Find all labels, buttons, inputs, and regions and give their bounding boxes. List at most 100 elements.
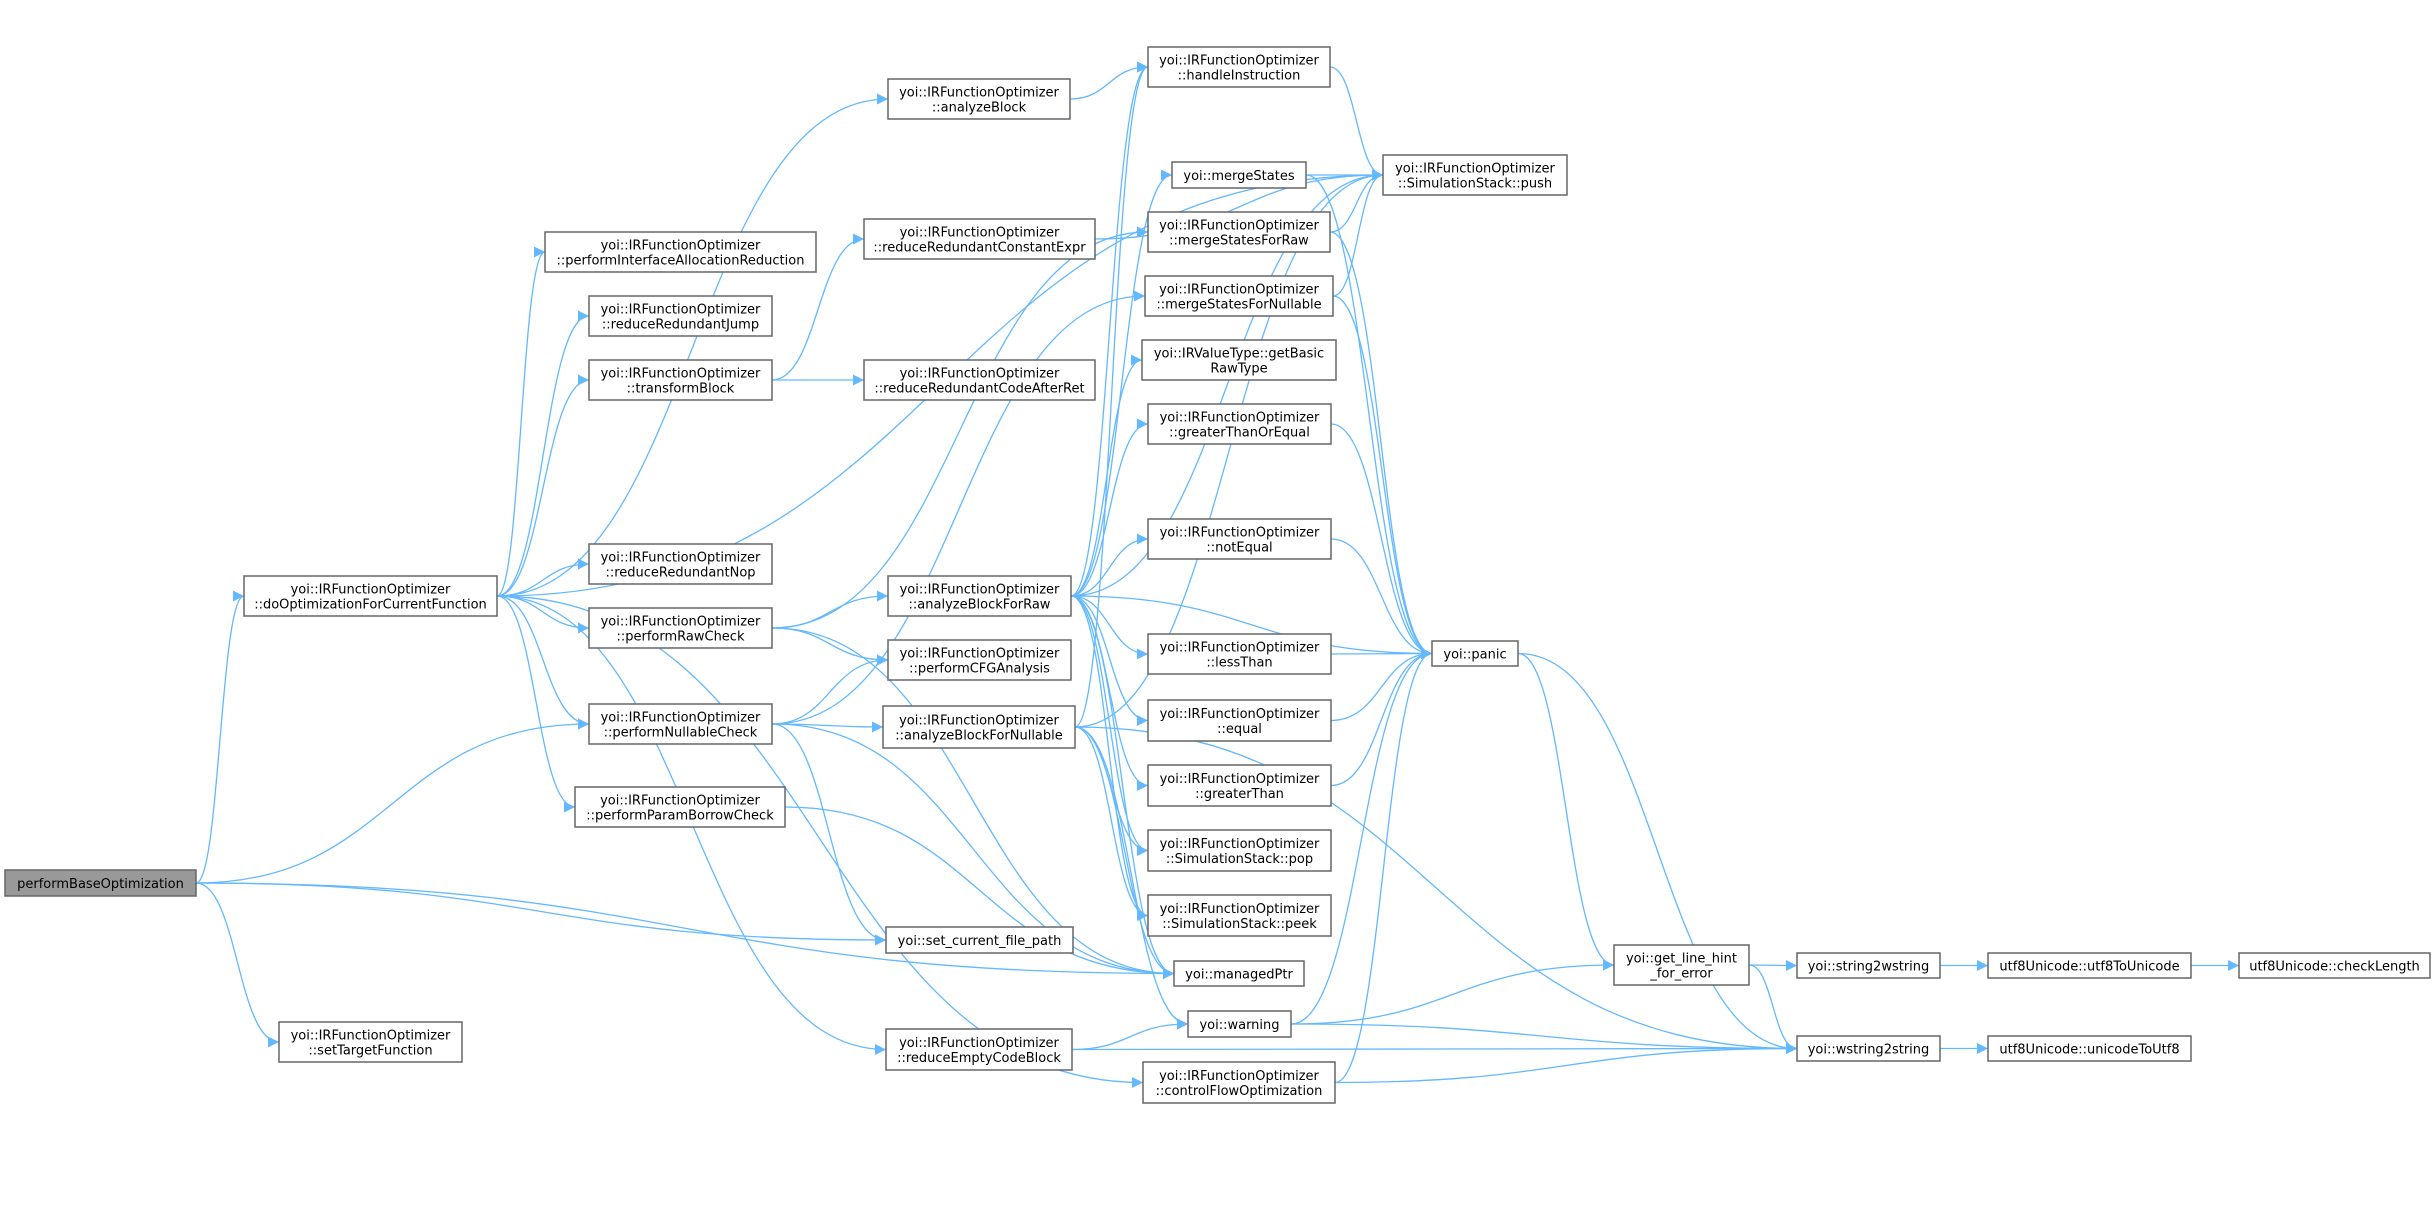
- node-box[interactable]: [1796, 952, 1941, 979]
- node-less-than[interactable]: yoi::IRFunctionOptimizer::lessThan: [1147, 633, 1332, 675]
- node-box[interactable]: [1147, 46, 1331, 88]
- node-box[interactable]: [1431, 640, 1519, 667]
- node-box[interactable]: [588, 359, 773, 401]
- node-box[interactable]: [1796, 1035, 1941, 1062]
- node-box[interactable]: [885, 1028, 1073, 1071]
- edge-not-equal-to-panic: [1330, 538, 1433, 659]
- node-box[interactable]: [1147, 764, 1332, 807]
- node-analyze-block-for-raw[interactable]: yoi::IRFunctionOptimizer::analyzeBlockFo…: [887, 575, 1072, 617]
- node-reduce-redundant-jump[interactable]: yoi::IRFunctionOptimizer::reduceRedundan…: [588, 295, 773, 337]
- node-warning[interactable]: yoi::warning: [1187, 1010, 1292, 1038]
- node-box[interactable]: [885, 926, 1074, 954]
- node-label: yoi::set_current_file_path: [898, 934, 1062, 949]
- node-transform-block[interactable]: yoi::IRFunctionOptimizer::transformBlock: [588, 359, 773, 401]
- node-box[interactable]: [1147, 211, 1331, 253]
- node-perform-raw-check[interactable]: yoi::IRFunctionOptimizer::performRawChec…: [588, 607, 773, 649]
- node-label: yoi::warning: [1199, 1018, 1279, 1033]
- node-box[interactable]: [1987, 1035, 2192, 1062]
- node-box[interactable]: [4, 869, 197, 897]
- node-wstring2string[interactable]: yoi::wstring2string: [1796, 1035, 1941, 1062]
- node-box[interactable]: [1142, 1061, 1336, 1104]
- node-box[interactable]: [1147, 403, 1332, 445]
- node-set-current-file-path[interactable]: yoi::set_current_file_path: [885, 926, 1074, 954]
- node-box[interactable]: [588, 703, 773, 745]
- node-label: yoi::IRFunctionOptimizer: [1160, 902, 1320, 917]
- node-panic[interactable]: yoi::panic: [1431, 640, 1519, 667]
- node-perform-cfganalysis[interactable]: yoi::IRFunctionOptimizer::performCFGAnal…: [887, 639, 1072, 681]
- node-unicode-to-utf8[interactable]: utf8Unicode::unicodeToUtf8: [1987, 1035, 2192, 1062]
- node-greater-than[interactable]: yoi::IRFunctionOptimizer::greaterThan: [1147, 764, 1332, 807]
- node-label: ::performNullableCheck: [604, 726, 758, 741]
- node-box[interactable]: [887, 78, 1071, 120]
- edge-analyze-block-for-nullable-to-warning: [1074, 726, 1189, 1030]
- node-box[interactable]: [887, 639, 1072, 681]
- node-do-optimization-for-current-function[interactable]: yoi::IRFunctionOptimizer::doOptimization…: [243, 575, 498, 617]
- node-equal[interactable]: yoi::IRFunctionOptimizer::equal: [1147, 699, 1332, 742]
- node-perform-interface-allocation-reduction[interactable]: yoi::IRFunctionOptimizer::performInterfa…: [544, 231, 817, 273]
- node-box[interactable]: [863, 218, 1096, 260]
- node-box[interactable]: [588, 295, 773, 337]
- node-box[interactable]: [863, 359, 1096, 401]
- node-check-length[interactable]: utf8Unicode::checkLength: [2238, 952, 2431, 979]
- node-managed-ptr[interactable]: yoi::managedPtr: [1173, 960, 1305, 987]
- node-box[interactable]: [1144, 275, 1334, 317]
- node-box[interactable]: [1147, 518, 1332, 560]
- node-box[interactable]: [1382, 154, 1568, 196]
- node-reduce-redundant-nop[interactable]: yoi::IRFunctionOptimizer::reduceRedundan…: [588, 543, 773, 585]
- node-box[interactable]: [243, 575, 498, 617]
- node-box[interactable]: [1613, 944, 1750, 986]
- node-merge-states[interactable]: yoi::mergeStates: [1171, 161, 1307, 189]
- node-box[interactable]: [574, 786, 786, 828]
- edge-get-line-hint-for-error-to-wstring2string: [1748, 964, 1798, 1054]
- node-analyze-block-for-nullable[interactable]: yoi::IRFunctionOptimizer::analyzeBlockFo…: [882, 705, 1076, 749]
- node-label: yoi::string2wstring: [1808, 960, 1930, 975]
- edge-merge-states-for-raw-to-panic: [1329, 231, 1433, 659]
- node-label: ::analyzeBlock: [932, 101, 1027, 116]
- node-label: ::performInterfaceAllocationReduction: [557, 254, 805, 269]
- node-label: ::performCFGAnalysis: [909, 662, 1050, 677]
- node-merge-states-for-raw[interactable]: yoi::IRFunctionOptimizer::mergeStatesFor…: [1147, 211, 1331, 253]
- node-box[interactable]: [1187, 1010, 1292, 1038]
- node-peek[interactable]: yoi::IRFunctionOptimizer::SimulationStac…: [1147, 894, 1332, 937]
- node-box[interactable]: [1171, 161, 1307, 189]
- node-box[interactable]: [1147, 894, 1332, 937]
- node-perform-nullable-check[interactable]: yoi::IRFunctionOptimizer::performNullabl…: [588, 703, 773, 745]
- node-box[interactable]: [544, 231, 817, 273]
- node-label: yoi::IRFunctionOptimizer: [899, 86, 1059, 101]
- edge-less-than-to-panic: [1330, 648, 1433, 660]
- node-push[interactable]: yoi::IRFunctionOptimizer::SimulationStac…: [1382, 154, 1568, 196]
- node-box[interactable]: [2238, 952, 2431, 979]
- node-reduce-redundant-constant-expr[interactable]: yoi::IRFunctionOptimizer::reduceRedundan…: [863, 218, 1096, 260]
- node-reduce-redundant-code-after-ret[interactable]: yoi::IRFunctionOptimizer::reduceRedundan…: [863, 359, 1096, 401]
- node-reduce-empty-code-block[interactable]: yoi::IRFunctionOptimizer::reduceEmptyCod…: [885, 1028, 1073, 1071]
- node-handle-instruction[interactable]: yoi::IRFunctionOptimizer::handleInstruct…: [1147, 46, 1331, 88]
- node-analyze-block[interactable]: yoi::IRFunctionOptimizer::analyzeBlock: [887, 78, 1071, 120]
- node-merge-states-for-nullable[interactable]: yoi::IRFunctionOptimizer::mergeStatesFor…: [1144, 275, 1334, 317]
- node-box[interactable]: [882, 705, 1076, 749]
- node-label: yoi::IRFunctionOptimizer: [601, 711, 761, 726]
- node-box[interactable]: [887, 575, 1072, 617]
- node-box[interactable]: [588, 543, 773, 585]
- node-box[interactable]: [588, 607, 773, 649]
- node-perform-base-optimization[interactable]: performBaseOptimization: [4, 869, 197, 897]
- node-box[interactable]: [1147, 699, 1332, 742]
- node-set-target-function[interactable]: yoi::IRFunctionOptimizer::setTargetFunct…: [278, 1021, 463, 1063]
- node-box[interactable]: [1173, 960, 1305, 987]
- node-box[interactable]: [1987, 952, 2192, 979]
- node-label: yoi::IRFunctionOptimizer: [1160, 837, 1320, 852]
- node-control-flow-optimization[interactable]: yoi::IRFunctionOptimizer::controlFlowOpt…: [1142, 1061, 1336, 1104]
- node-greater-than-or-equal[interactable]: yoi::IRFunctionOptimizer::greaterThanOrE…: [1147, 403, 1332, 445]
- node-get-line-hint-for-error[interactable]: yoi::get_line_hint_for_error: [1613, 944, 1750, 986]
- node-utf8-to-unicode[interactable]: utf8Unicode::utf8ToUnicode: [1987, 952, 2192, 979]
- node-string2wstring[interactable]: yoi::string2wstring: [1796, 952, 1941, 979]
- node-not-equal[interactable]: yoi::IRFunctionOptimizer::notEqual: [1147, 518, 1332, 560]
- edge-perform-nullable-check-to-managed-ptr: [771, 723, 1175, 979]
- edge-do-optimization-for-current-function-to-analyze-block: [496, 93, 889, 597]
- node-box[interactable]: [278, 1021, 463, 1063]
- node-box[interactable]: [1147, 829, 1332, 872]
- node-pop[interactable]: yoi::IRFunctionOptimizer::SimulationStac…: [1147, 829, 1332, 872]
- node-perform-param-borrow-check[interactable]: yoi::IRFunctionOptimizer::performParamBo…: [574, 786, 786, 828]
- node-box[interactable]: [1147, 633, 1332, 675]
- node-box[interactable]: [1141, 339, 1337, 381]
